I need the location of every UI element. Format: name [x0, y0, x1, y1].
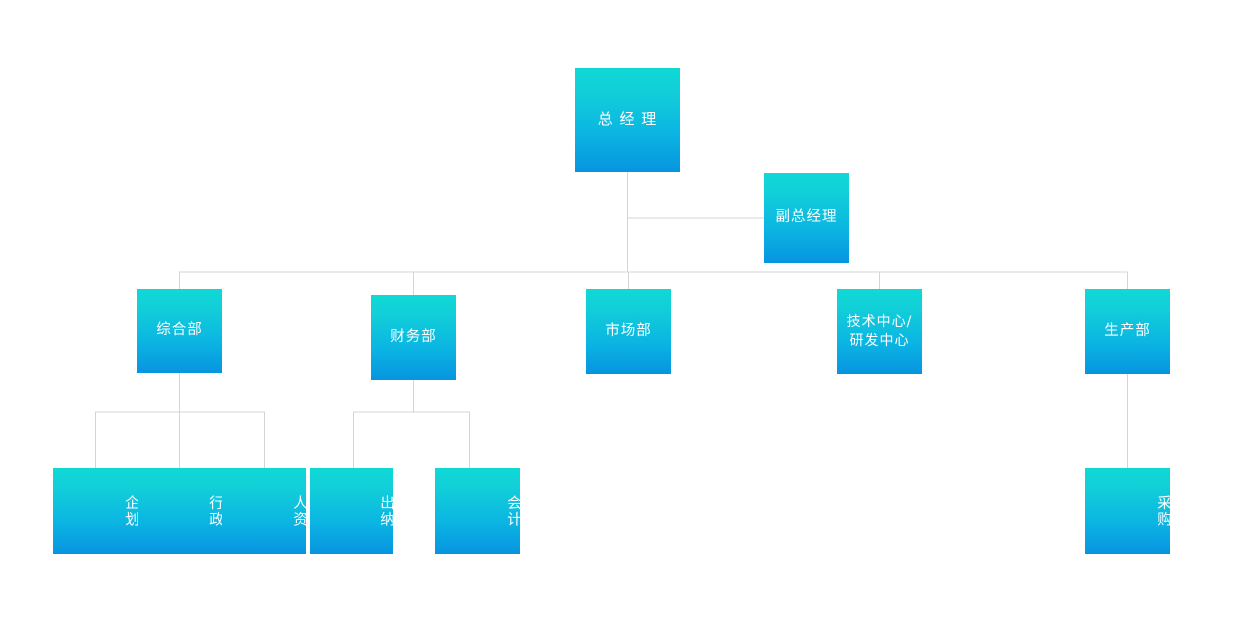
node-deputy-general-manager-label: 副总经理 [775, 209, 838, 226]
node-administration-label: 行政 [207, 494, 223, 528]
node-general-manager[interactable]: 总 经 理 [575, 68, 680, 172]
node-general-manager-label: 总 经 理 [597, 110, 658, 129]
node-marketing-label: 市场部 [605, 322, 652, 339]
node-deputy-general-manager[interactable]: 副总经理 [764, 173, 849, 263]
node-general-affairs[interactable]: 综合部 [137, 289, 222, 373]
node-planning-label: 企划 [123, 494, 139, 528]
node-accounting-label: 会计 [505, 494, 521, 528]
node-planning[interactable]: 企划 [53, 468, 139, 554]
node-tech-center[interactable]: 技术中心/ 研发中心 [837, 289, 922, 374]
node-administration[interactable]: 行政 [138, 468, 223, 554]
node-general-affairs-label: 综合部 [156, 322, 203, 339]
node-finance-label: 财务部 [390, 328, 437, 345]
node-tech-center-label: 技术中心/ 研发中心 [846, 314, 913, 349]
node-cashier[interactable]: 出纳 [310, 468, 394, 554]
node-human-resources-label: 人资 [291, 494, 307, 528]
node-procurement[interactable]: 采购 [1085, 468, 1171, 554]
node-procurement-label: 采购 [1155, 494, 1171, 528]
node-accounting[interactable]: 会计 [435, 468, 521, 554]
node-production-label: 生产部 [1104, 322, 1151, 339]
node-marketing[interactable]: 市场部 [586, 289, 671, 374]
node-finance[interactable]: 财务部 [371, 295, 456, 380]
node-human-resources[interactable]: 人资 [222, 468, 307, 554]
node-cashier-label: 出纳 [378, 494, 394, 528]
node-production[interactable]: 生产部 [1085, 289, 1170, 374]
